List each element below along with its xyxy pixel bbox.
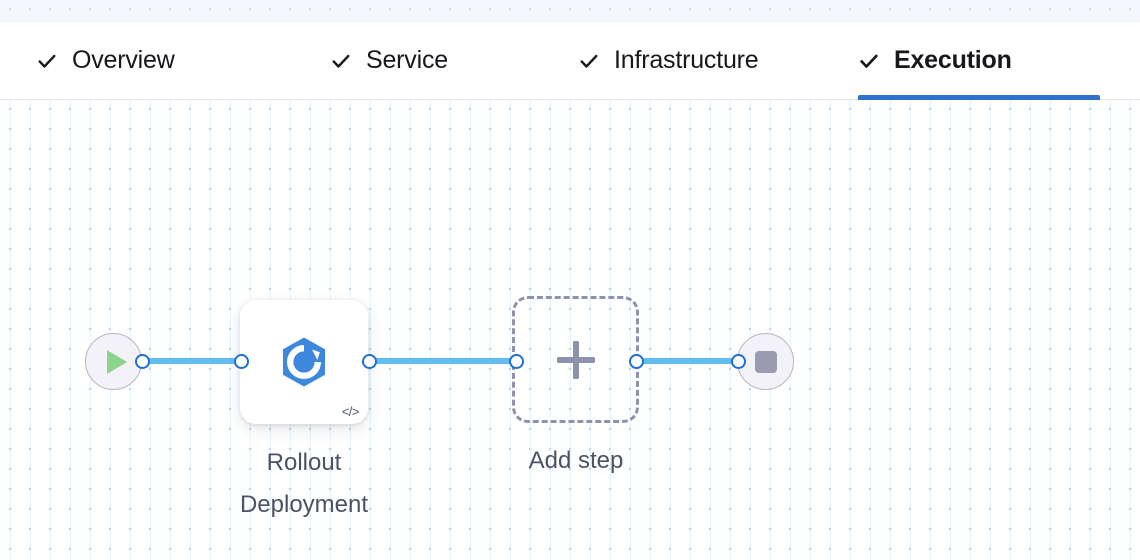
check-icon xyxy=(36,50,58,72)
tab-label-overview: Overview xyxy=(72,46,175,74)
code-icon: </> xyxy=(341,404,360,419)
step-label-rollout-deployment: Rollout Deployment xyxy=(239,449,369,518)
pipeline-start-node[interactable] xyxy=(85,333,142,390)
edge-rollout-to-addstep[interactable] xyxy=(365,358,520,364)
stop-icon xyxy=(754,350,777,373)
step-node-rollout-deployment[interactable]: </> xyxy=(240,300,368,424)
plus-icon xyxy=(556,340,595,379)
check-icon xyxy=(858,50,880,72)
handle-start-output[interactable] xyxy=(135,354,150,369)
handle-addstep-output[interactable] xyxy=(629,354,644,369)
play-icon xyxy=(106,349,127,374)
handle-rollout-input[interactable] xyxy=(234,354,249,369)
tab-service[interactable]: Service xyxy=(330,22,495,99)
tab-label-execution: Execution xyxy=(894,46,1012,74)
tab-overview[interactable]: Overview xyxy=(36,22,251,99)
tab-execution[interactable]: Execution xyxy=(858,22,1100,100)
canvas-top-strip xyxy=(0,0,1140,22)
tab-label-service: Service xyxy=(366,46,448,74)
tab-infrastructure[interactable]: Infrastructure xyxy=(578,22,818,99)
rollout-deployment-icon xyxy=(277,335,331,389)
handle-end-input[interactable] xyxy=(731,354,746,369)
check-icon xyxy=(330,50,352,72)
handle-addstep-input[interactable] xyxy=(509,354,524,369)
check-icon xyxy=(578,50,600,72)
handle-rollout-output[interactable] xyxy=(362,354,377,369)
add-step-node[interactable] xyxy=(512,296,639,423)
edge-addstep-to-end[interactable] xyxy=(632,358,742,364)
tab-active-underline xyxy=(858,95,1100,100)
edge-start-to-rollout[interactable] xyxy=(140,358,244,364)
add-step-label: Add step xyxy=(528,447,624,474)
pipeline-end-node[interactable] xyxy=(737,333,794,390)
wizard-tab-bar: Overview Service Infrastructure xyxy=(0,22,1140,100)
tab-label-infrastructure: Infrastructure xyxy=(614,46,759,74)
